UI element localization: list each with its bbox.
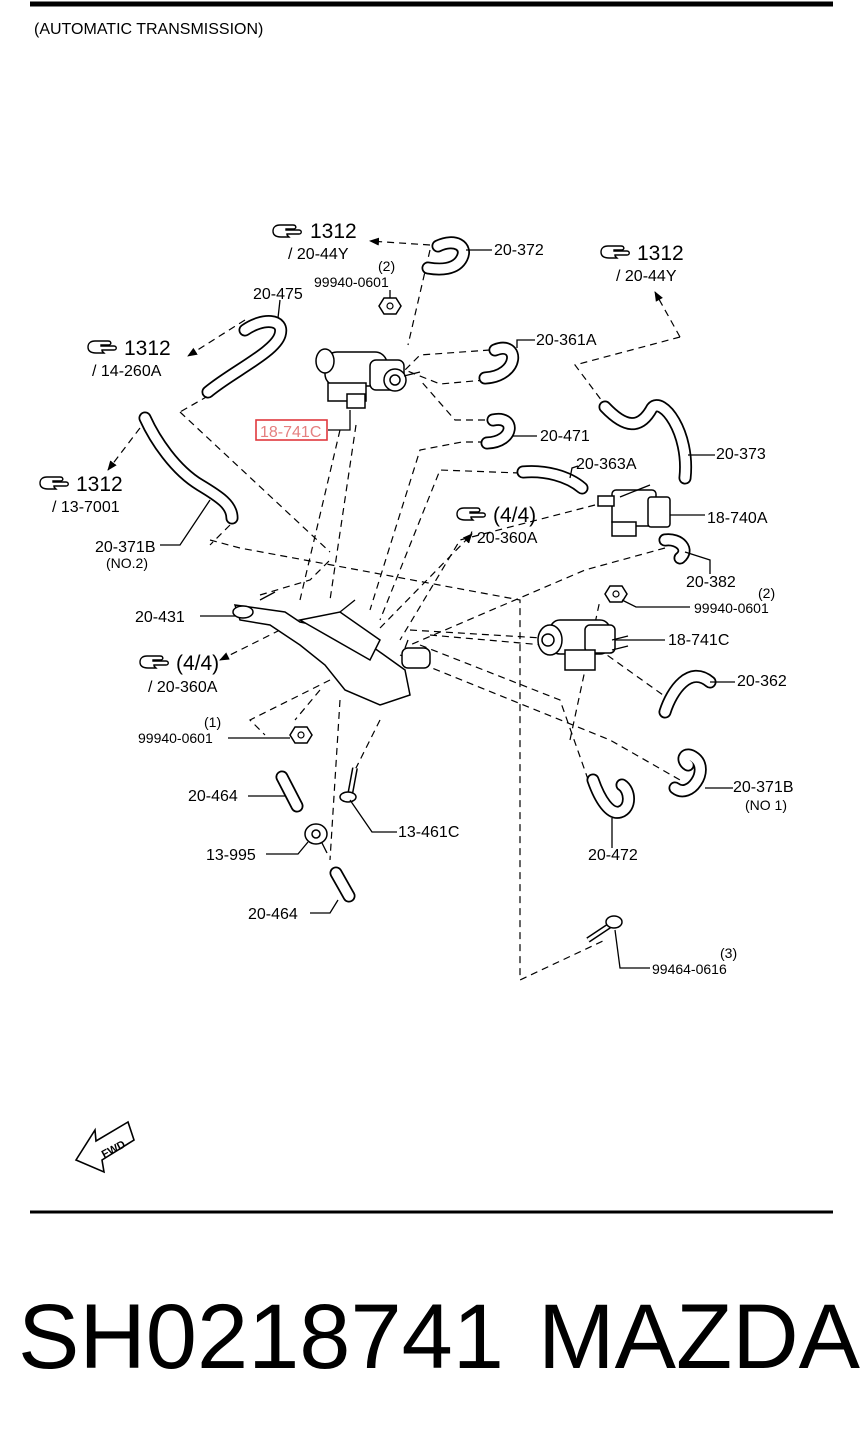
label-18-741C-highlighted[interactable]: 18-741C [260,424,321,441]
leader-lines [160,249,735,969]
ref-page: / 20-44Y [616,268,677,285]
pointing-hand-icon [39,476,69,490]
ref-1312-left-lower[interactable]: 1312 / 13-7001 [39,473,123,516]
hose-20-464-upper[interactable] [275,770,304,813]
label-20-475[interactable]: 20-475 [253,286,303,303]
hose-20-362[interactable] [658,669,717,719]
qty-99940-0601-top: (2) [378,258,395,274]
hose-20-363A[interactable] [516,465,589,495]
hose-20-371B-no1[interactable] [668,748,707,798]
hose-20-472[interactable] [586,773,635,819]
ref-44-right[interactable]: (4/4) / 20-360A [456,504,538,547]
hose-20-373[interactable] [598,399,693,485]
label-20-363A[interactable]: 20-363A [576,456,637,473]
label-20-361A[interactable]: 20-361A [536,332,597,349]
part-labels: 20-372 (2) 99940-0601 20-475 20-361A 18-… [95,242,794,977]
label-99464-0616[interactable]: 99464-0616 [652,961,727,977]
note-20-371B-no1: (NO 1) [745,797,787,813]
label-20-472[interactable]: 20-472 [588,847,638,864]
label-99940-0601-low[interactable]: 99940-0601 [138,730,213,746]
nut-99940-0601-mid[interactable] [604,585,628,603]
label-20-464-upper[interactable]: 20-464 [188,788,238,805]
label-20-371B-no2[interactable]: 20-371B [95,539,156,556]
label-13-995[interactable]: 13-995 [206,847,256,864]
solenoid-valve-18-741C-upper[interactable] [315,348,421,409]
label-20-464-lower[interactable]: 20-464 [248,906,298,923]
pointing-hand-icon [600,245,630,259]
label-20-371B-no1[interactable]: 20-371B [733,779,794,796]
bolt-99464-0616[interactable] [586,915,623,943]
pointing-hand-icon [456,507,486,521]
hose-20-382[interactable] [658,533,691,565]
hose-20-475[interactable] [201,315,288,399]
label-20-372[interactable]: 20-372 [494,242,544,259]
label-20-382[interactable]: 20-382 [686,574,736,591]
footer-brand: MAZDA [538,1286,861,1388]
ref-number: 1312 [310,220,357,243]
solenoid-valve-18-741C-lower[interactable] [537,619,629,671]
ref-number: 1312 [76,473,123,496]
ref-number: (4/4) [493,504,536,527]
section-title: (AUTOMATIC TRANSMISSION) [34,21,263,38]
ref-page: / 20-360A [468,530,538,547]
label-18-741C[interactable]: 18-741C [668,632,729,649]
qty-99940-0601-low: (1) [204,714,221,730]
label-18-740A[interactable]: 18-740A [707,510,768,527]
ref-1312-right[interactable]: 1312 / 20-44Y [600,242,684,285]
label-13-461C[interactable]: 13-461C [398,824,459,841]
bolt-13-461C[interactable] [339,767,358,803]
footer-part-number: SH0218741 [18,1286,504,1388]
pointing-hand-icon [272,224,302,238]
nut-99940-0601-top[interactable] [378,297,402,315]
solenoid-valve-18-740A[interactable] [597,484,671,537]
ref-page: / 13-7001 [52,499,120,516]
ref-number: 1312 [637,242,684,265]
pointing-hand-icon [139,655,169,669]
label-99940-0601-mid[interactable]: 99940-0601 [694,600,769,616]
ref-1312-top[interactable]: 1312 / 20-44Y [272,220,357,263]
hose-20-464-lower[interactable] [329,866,356,903]
note-20-371B-no2: (NO.2) [106,555,148,571]
ref-number: (4/4) [176,652,219,675]
ref-1312-left-upper[interactable]: 1312 / 14-260A [87,337,171,380]
label-20-362[interactable]: 20-362 [737,673,787,690]
hose-20-471[interactable] [480,412,516,450]
pipe-20-371B-no2[interactable] [138,411,239,525]
label-99940-0601-top[interactable]: 99940-0601 [314,274,389,290]
label-20-471[interactable]: 20-471 [540,428,590,445]
ref-number: 1312 [124,337,171,360]
highlight-box [255,419,328,441]
fwd-arrow-icon: FWD [74,1120,135,1174]
bracket-20-431[interactable] [232,591,431,706]
ref-page: / 14-260A [92,363,162,380]
hose-20-361A[interactable] [478,341,519,385]
ref-page: / 20-44Y [288,246,349,263]
ref-page: / 20-360A [148,679,218,696]
check-valve-13-995[interactable] [304,823,328,854]
label-20-373[interactable]: 20-373 [716,446,766,463]
hose-20-372[interactable] [421,236,470,276]
ref-44-left[interactable]: (4/4) / 20-360A [139,652,219,696]
label-20-431[interactable]: 20-431 [135,609,185,626]
pointing-hand-icon [87,340,117,354]
qty-99940-0601-mid: (2) [758,585,775,601]
nut-99940-0601-low[interactable] [289,726,313,744]
routing-lines [107,237,681,981]
qty-99464-0616: (3) [720,945,737,961]
